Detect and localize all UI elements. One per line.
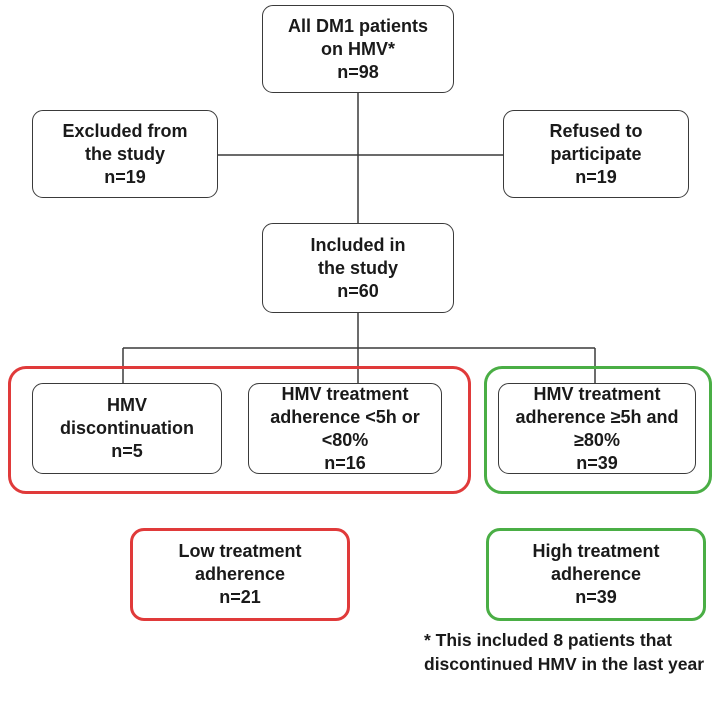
excluded-line-1: Excluded from: [62, 120, 188, 141]
low-summary-line-1: Low treatment: [178, 541, 302, 561]
low-treatment-adherence-summary: Low treatment adherence n=21: [130, 528, 350, 621]
low-adherence-treatment-line-1: HMV treatment: [281, 383, 409, 404]
low-adherence-treatment-line-2: adherence <5h or <80%: [270, 406, 420, 450]
included-line-2: the study: [317, 257, 398, 278]
included-count: n=60: [337, 280, 379, 301]
low-summary-line-2: adherence: [194, 564, 286, 584]
refused-line-2: participate: [550, 143, 642, 164]
all-patients-line-1: All DM1 patients: [287, 15, 429, 36]
footnote-line-1: * This included 8 patients that: [424, 630, 672, 650]
high-summary-line-1: High treatment: [532, 541, 660, 561]
included-box: Included in the study n=60: [262, 223, 454, 313]
low-adherence-group-frame: [8, 366, 471, 494]
refused-box: Refused to participate n=19: [503, 110, 689, 198]
high-summary-count: n=39: [575, 587, 617, 607]
high-adherence-treatment-line-2: adherence ≥5h and ≥80%: [515, 406, 679, 450]
high-adherence-treatment-line-1: HMV treatment: [533, 383, 661, 404]
refused-count: n=19: [575, 166, 617, 187]
high-adherence-treatment-count: n=39: [576, 452, 618, 473]
high-summary-line-2: adherence: [550, 564, 642, 584]
discontinuation-box: HMV discontinuation n=5: [32, 383, 222, 474]
excluded-line-2: the study: [84, 143, 165, 164]
low-adherence-treatment-count: n=16: [324, 452, 366, 473]
all-patients-box: All DM1 patients on HMV* n=98: [262, 5, 454, 93]
excluded-count: n=19: [104, 166, 146, 187]
included-line-1: Included in: [310, 234, 406, 255]
all-patients-line-2: on HMV*: [321, 38, 395, 59]
refused-line-1: Refused to: [549, 120, 643, 141]
high-adherence-group-frame: [484, 366, 712, 494]
footnote: * This included 8 patients that disconti…: [424, 628, 719, 676]
discontinuation-count: n=5: [111, 441, 143, 461]
discontinuation-line-1: HMV: [107, 395, 147, 415]
footnote-line-2: discontinued HMV in the last year: [424, 654, 705, 674]
high-adherence-treatment-box: HMV treatment adherence ≥5h and ≥80% n=3…: [498, 383, 696, 474]
low-summary-count: n=21: [219, 587, 261, 607]
low-adherence-treatment-box: HMV treatment adherence <5h or <80% n=16: [248, 383, 442, 474]
high-treatment-adherence-summary: High treatment adherence n=39: [486, 528, 706, 621]
all-patients-count: n=98: [337, 61, 379, 82]
excluded-box: Excluded from the study n=19: [32, 110, 218, 198]
discontinuation-line-2: discontinuation: [60, 418, 194, 438]
